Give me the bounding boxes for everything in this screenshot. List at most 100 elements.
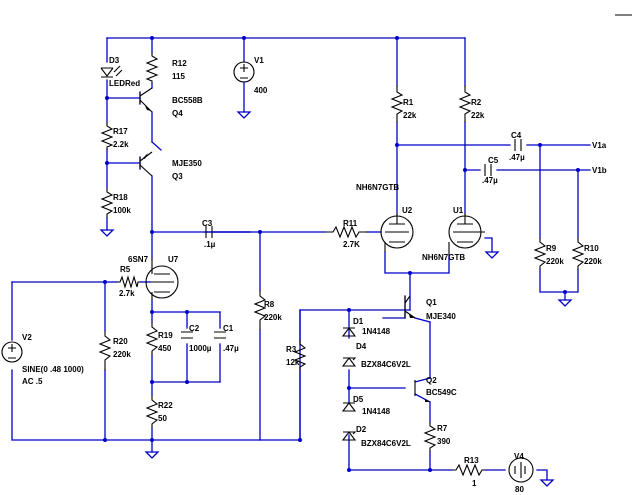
d1-value: 1N4148 <box>362 327 391 336</box>
c2-ref: C2 <box>189 324 200 333</box>
resistor-r2 <box>458 86 472 122</box>
wires <box>11 37 591 481</box>
triode-u2 <box>380 214 414 252</box>
resistor-r18 <box>100 188 114 218</box>
diode-d1 <box>341 327 357 337</box>
v1-value: 400 <box>254 86 268 95</box>
transistor-q2 <box>414 380 430 402</box>
r22-value: 50 <box>158 414 167 423</box>
r12-ref: R12 <box>172 59 187 68</box>
d3-ref: D3 <box>109 56 120 65</box>
r10-value: 220k <box>584 257 602 266</box>
c5-ref: C5 <box>488 156 499 165</box>
c3-value: .1µ <box>204 240 216 249</box>
q3-ref: Q3 <box>172 172 183 181</box>
r5-ref: R5 <box>120 265 131 274</box>
d5-ref: D5 <box>353 395 364 404</box>
u1-part: NH6N7GTB <box>422 253 465 262</box>
d3-value: LEDRed <box>109 79 140 88</box>
v2-value2: AC .5 <box>22 377 43 386</box>
r7-value: 390 <box>437 437 451 446</box>
resistor-r8 <box>253 290 267 330</box>
resistor-r13 <box>452 463 485 477</box>
r9-value: 220k <box>546 257 564 266</box>
transistor-q1 <box>404 295 416 319</box>
r8-value: 220k <box>264 313 282 322</box>
r19-ref: R19 <box>158 331 173 340</box>
d4-ref: D4 <box>356 342 367 351</box>
resistor-r22 <box>145 395 159 428</box>
capacitor-c5 <box>484 164 492 176</box>
r18-value: 100k <box>113 206 131 215</box>
c4-value: .47µ <box>509 153 525 162</box>
v4-value: 80 <box>515 485 524 494</box>
q2-ref: Q2 <box>426 376 437 385</box>
d4-value: BZX84C6V2L <box>361 360 411 369</box>
net-v1a: V1a <box>592 141 607 150</box>
r2-value: 22k <box>471 111 485 120</box>
u2-part: NH6N7GTB <box>356 183 399 192</box>
q4-ref: Q4 <box>172 109 183 118</box>
triode-u1 <box>448 214 485 255</box>
diode-d5 <box>341 402 357 412</box>
resistor-r1 <box>390 86 404 122</box>
r3-value: 12k <box>286 358 300 367</box>
source-v4 <box>508 457 534 483</box>
q2-part: BC549C <box>426 388 457 397</box>
r17-ref: R17 <box>113 127 128 136</box>
c4-ref: C4 <box>511 131 522 140</box>
r22-ref: R22 <box>158 401 173 410</box>
source-v1 <box>233 61 255 113</box>
r8-ref: R8 <box>264 300 275 309</box>
r12-value: 115 <box>172 72 185 81</box>
q1-part: MJE340 <box>426 312 456 321</box>
zener-d4 <box>341 357 357 367</box>
r18-ref: R18 <box>113 193 128 202</box>
r11-value: 2.7K <box>343 240 360 249</box>
r11-ref: R11 <box>343 219 358 228</box>
d1-ref: D1 <box>353 317 364 326</box>
q3-part: MJE350 <box>172 159 202 168</box>
r5-value: 2.7k <box>119 289 135 298</box>
resistor-r19 <box>145 322 159 355</box>
net-v1b: V1b <box>592 166 607 175</box>
d2-ref: D2 <box>356 425 367 434</box>
led-d3 <box>100 65 123 78</box>
r13-value: 1 <box>472 479 477 488</box>
v2-value: SINE(0 .48 1000) <box>22 365 84 374</box>
resistor-r9 <box>533 238 547 270</box>
resistor-r10 <box>571 238 585 270</box>
capacitor-c4 <box>514 139 522 151</box>
transistor-q4 <box>139 87 153 113</box>
u7-part: 6SN7 <box>128 255 149 264</box>
capacitor-c1 <box>214 331 226 339</box>
d5-value: 1N4148 <box>362 407 391 416</box>
resistor-r11 <box>325 225 367 239</box>
r17-value: 2.2k <box>113 140 129 149</box>
resistor-r3 <box>293 340 307 370</box>
r20-value: 220k <box>113 350 131 359</box>
r13-ref: R13 <box>464 456 479 465</box>
c2-value: 1000µ <box>189 344 212 353</box>
u7-ref: U7 <box>168 255 179 264</box>
ground-symbols <box>99 111 573 487</box>
r1-value: 22k <box>403 111 417 120</box>
r9-ref: R9 <box>546 244 557 253</box>
v2-ref: V2 <box>22 333 32 342</box>
resistor-r20 <box>98 330 112 370</box>
r1-ref: R1 <box>403 98 414 107</box>
resistor-r7 <box>423 422 437 452</box>
triode-u7 <box>145 258 179 300</box>
v4-ref: V4 <box>514 452 524 461</box>
r2-ref: R2 <box>471 98 482 107</box>
r3-ref: R3 <box>286 345 297 354</box>
r19-value: 450 <box>158 344 172 353</box>
source-v2 <box>1 341 23 363</box>
junctions <box>103 36 580 472</box>
capacitor-c2 <box>181 331 193 339</box>
c3-ref: C3 <box>202 219 213 228</box>
r10-ref: R10 <box>584 244 599 253</box>
d2-value: BZX84C6V2L <box>361 439 411 448</box>
v1-ref: V1 <box>254 56 264 65</box>
